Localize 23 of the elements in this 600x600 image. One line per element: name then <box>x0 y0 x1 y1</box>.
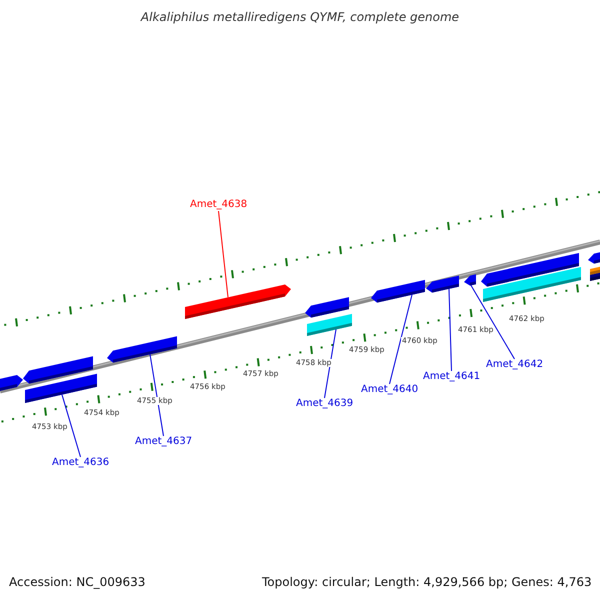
leader-line <box>62 394 81 458</box>
gene-label: Amet_4638 <box>190 200 248 210</box>
gene-feature <box>426 276 459 293</box>
gene-label: Amet_4642 <box>486 360 544 370</box>
gene-feature <box>307 314 352 336</box>
gene-label: Amet_4636 <box>52 458 110 468</box>
gene-label: Amet_4637 <box>135 437 192 447</box>
accession-text: Accession: NC_009633 <box>9 576 146 588</box>
gene-label: Amet_4639 <box>296 399 354 409</box>
leader-line <box>389 294 412 384</box>
leader-line <box>150 354 164 436</box>
leader-line <box>448 288 452 372</box>
leader-line <box>218 210 228 298</box>
gene-feature <box>185 284 291 319</box>
gene-feature <box>464 274 476 286</box>
genome-info-text: Topology: circular; Length: 4,929,566 bp; Genes: 4,763 <box>262 576 592 588</box>
gene-label: Amet_4640 <box>361 385 418 395</box>
leader-line <box>470 284 515 360</box>
leader-line <box>324 328 336 398</box>
gene-feature <box>107 336 177 363</box>
title: Alkaliphilus metalliredigens QYMF, complete genome <box>139 11 460 23</box>
gene-feature <box>25 374 97 403</box>
gene-label: Amet_4641 <box>423 372 480 382</box>
